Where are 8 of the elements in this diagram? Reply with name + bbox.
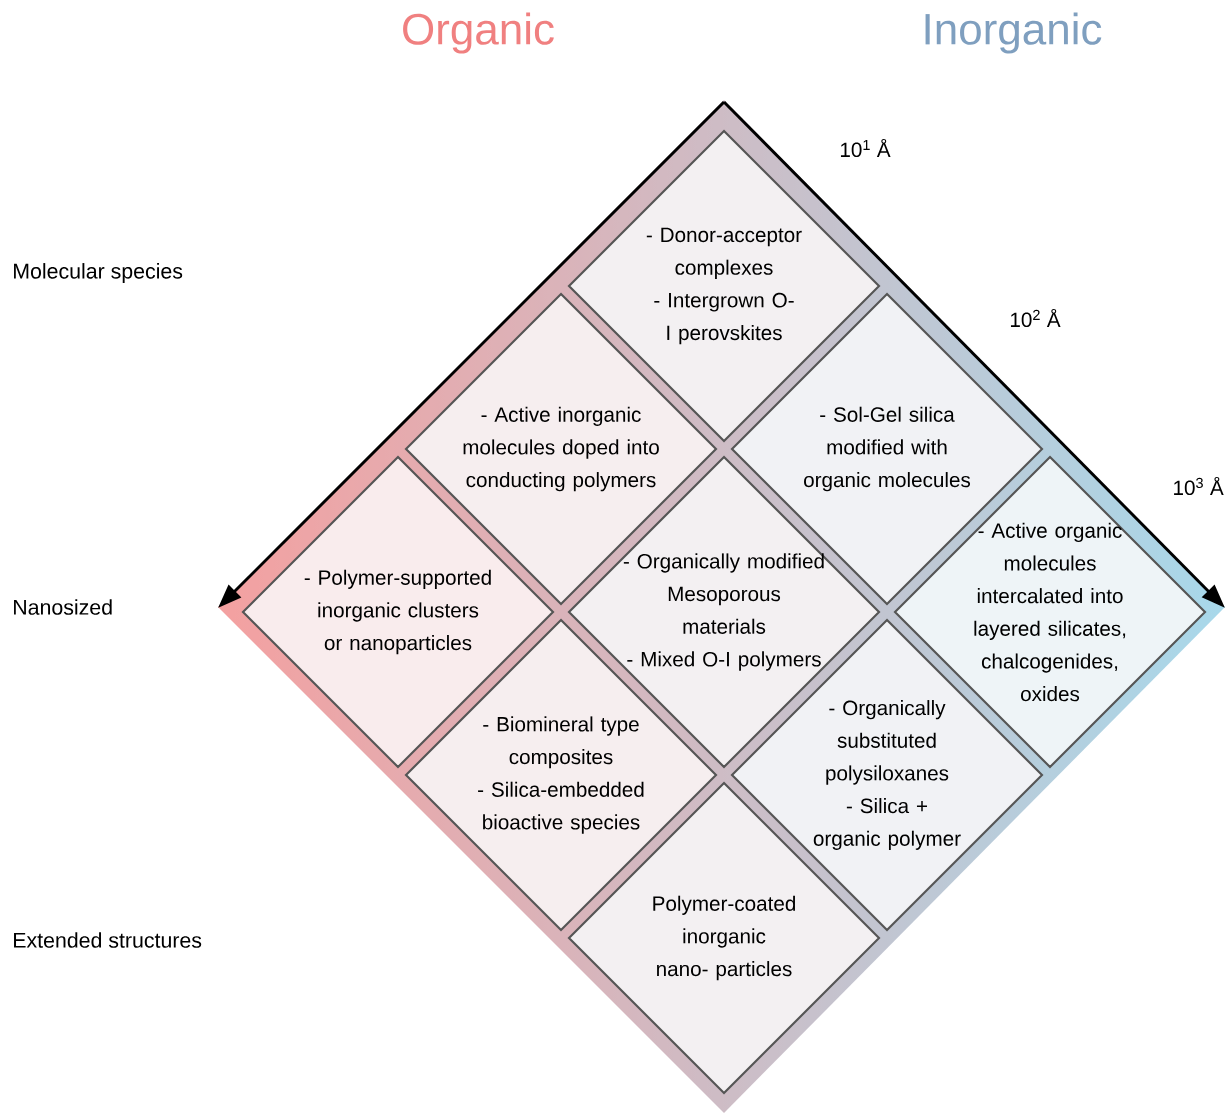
row-label: Extended structures (14, 932, 202, 948)
heading: Inorganic (925, 12, 1102, 54)
row-label: Nanosized (14, 599, 112, 615)
scale-label: 10$^{1}$ Å (840, 138, 891, 158)
heading: Organic (403, 12, 554, 54)
scale-label: 10$^{2}$ Å (1010, 308, 1061, 328)
scale-label: 10$^{3}$ Å (1174, 476, 1224, 496)
row-label: Molecular species (14, 263, 183, 283)
